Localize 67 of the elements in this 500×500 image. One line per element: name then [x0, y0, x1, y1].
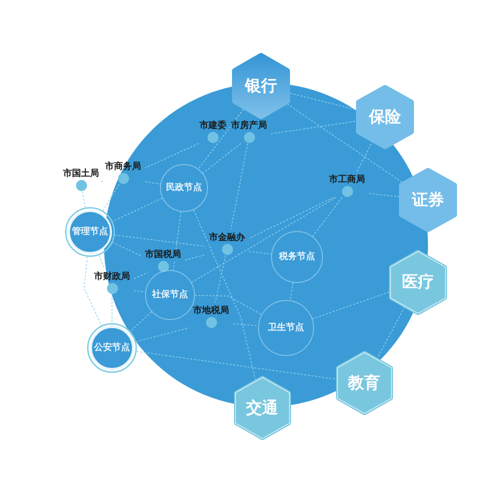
connector-line — [286, 104, 403, 183]
connector-line — [290, 282, 294, 301]
hexagon-node — [232, 53, 290, 119]
connector-line — [376, 306, 406, 359]
circle-node — [65, 207, 115, 257]
connector-line — [230, 143, 248, 230]
node-label: 管理节点 — [72, 226, 108, 238]
connector-line — [102, 184, 120, 212]
node-label: 教育 — [348, 374, 380, 392]
connector-line — [114, 234, 206, 247]
connector-line — [356, 142, 373, 172]
node-label: 证券 — [412, 191, 444, 209]
circle-node — [258, 300, 314, 356]
connector-line — [134, 272, 148, 279]
node-label: 市地税局 — [192, 306, 230, 316]
connector-line — [232, 323, 259, 326]
connector-line — [134, 290, 146, 292]
connector-line — [136, 327, 190, 342]
connector-line — [136, 351, 336, 380]
connector-line — [82, 191, 86, 208]
connector-line — [144, 181, 161, 185]
connector-line — [290, 92, 356, 110]
connector-line — [144, 143, 200, 168]
connector-line — [100, 180, 104, 182]
node-label: 市金融办 — [208, 232, 246, 244]
connector-line — [248, 251, 272, 254]
hexagon-node — [234, 376, 290, 440]
connector-line — [368, 193, 400, 198]
node-label: 银行 — [245, 77, 277, 95]
node-label: 社保节点 — [152, 290, 188, 300]
connector-line — [202, 143, 242, 174]
node-label: 市房产局 — [230, 120, 268, 132]
connector-line — [193, 210, 256, 380]
node-label: 市国土局 — [62, 168, 100, 180]
connector-line — [112, 198, 163, 222]
node-label: 市国税局 — [144, 250, 182, 260]
connector-line — [194, 294, 262, 315]
circle-node — [271, 231, 323, 283]
node-label: 保险 — [369, 108, 401, 126]
node-label: 市商务局 — [104, 162, 142, 172]
connector-line — [312, 292, 390, 320]
node-label: 市工商局 — [328, 174, 366, 186]
node-label: 公安节点 — [94, 342, 130, 354]
connector-line — [214, 255, 226, 303]
circle-node — [160, 164, 208, 212]
connector-line — [130, 311, 152, 332]
hexagon-node — [356, 85, 414, 149]
connector-line — [112, 242, 142, 256]
connector-line — [198, 108, 244, 170]
connector-line — [184, 254, 206, 261]
connector-line — [248, 197, 334, 239]
connector-line — [172, 211, 182, 271]
hexagon-node — [399, 168, 457, 232]
hexagon-node — [389, 250, 447, 314]
node-label: 民政节点 — [166, 182, 202, 194]
connector-line — [84, 256, 102, 326]
hexagon-node — [336, 351, 392, 415]
node-label: 医疗 — [402, 273, 434, 291]
connector-line — [191, 197, 336, 283]
node-label: 卫生节点 — [268, 322, 304, 334]
node-label: 税务节点 — [279, 252, 315, 262]
connector-line — [312, 197, 343, 237]
node-label: 市建委 — [198, 120, 228, 132]
circle-node — [87, 323, 137, 373]
connector-line — [98, 254, 105, 269]
node-label: 交通 — [246, 399, 278, 417]
connector-line — [270, 120, 356, 134]
